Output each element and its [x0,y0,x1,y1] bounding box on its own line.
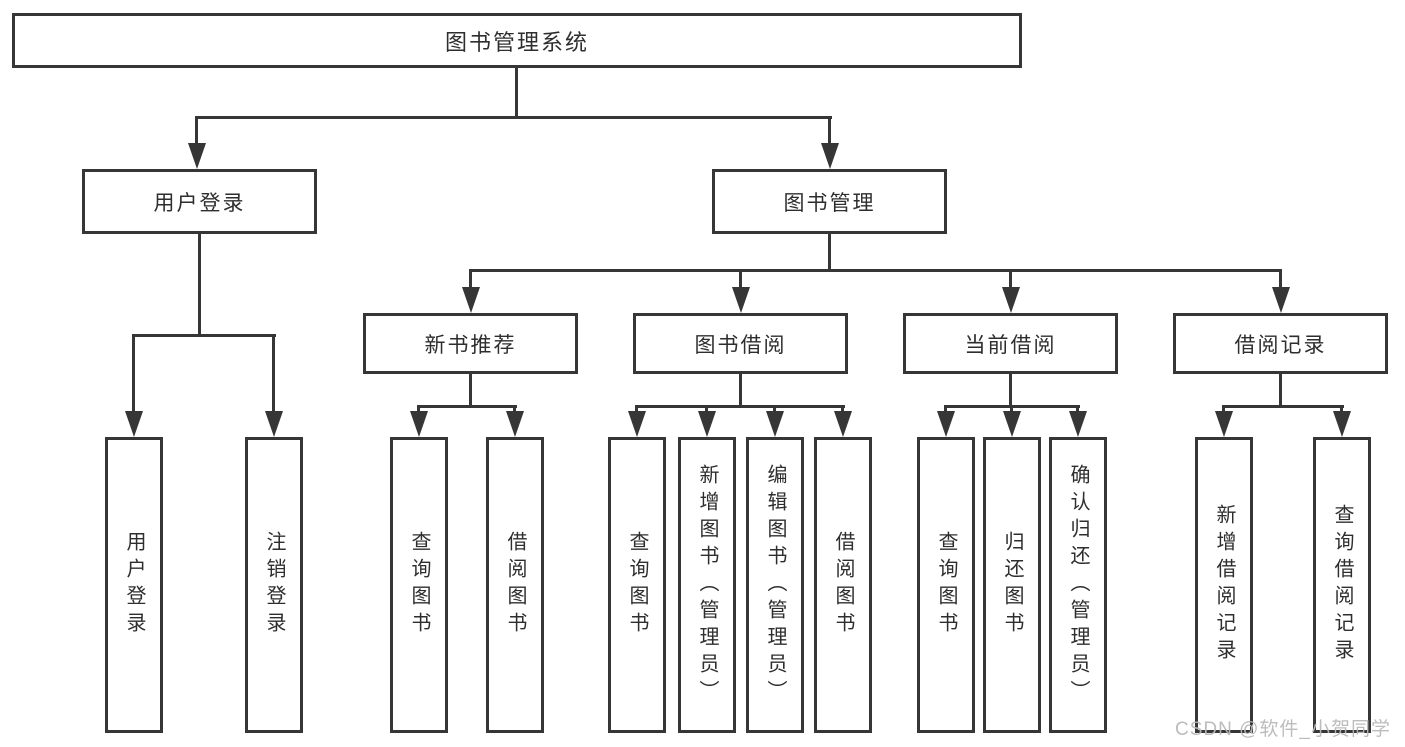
connector-root-right-drop [828,116,831,146]
leaf-query-books-current: 查询图书 [917,437,975,733]
leaf-query-books-recommend: 查询图书 [390,437,448,733]
connector-book-mgmt-drop-1 [469,269,472,291]
leaf-user-login-label: 用户登录 [123,531,145,639]
connector-current-drop-3 [1076,405,1079,415]
node-borrowing-records: 借阅记录 [1173,313,1388,374]
leaf-add-borrow-record: 新增借阅记录 [1195,437,1253,733]
connector-borrowing-drop-1 [635,405,638,415]
connector-book-mgmt-stem [828,232,831,272]
connector-current-drop-1 [944,405,947,415]
arrowhead-cb-query-books [937,411,955,437]
node-book-borrowing-label: 图书借阅 [694,333,787,357]
node-book-borrowing: 图书借阅 [633,313,848,374]
connector-user-login-stem [198,232,201,337]
leaf-logout-label: 注销登录 [263,531,285,639]
connector-user-login-drop-1 [132,334,135,413]
leaf-borrow-books-recommend-label: 借阅图书 [504,531,526,639]
leaf-borrow-books-borrowing-label: 借阅图书 [832,531,854,639]
watermark: CSDN @软件_小贺同学 [1175,719,1391,740]
connector-root-stem [515,66,518,119]
arrowhead-bb-add-book [698,411,716,437]
leaf-borrow-books-borrowing: 借阅图书 [814,437,872,733]
connector-root-crossbar [195,116,832,119]
arrowhead-new-book-recommend [462,287,480,313]
connector-book-mgmt-drop-4 [1279,269,1282,291]
arrowhead-br-query-record [1333,411,1351,437]
node-root-label: 图书管理系统 [444,29,589,55]
leaf-edit-book-admin-label: 编辑图书（管理员） [764,463,786,707]
node-borrowing-records-label: 借阅记录 [1234,333,1327,357]
arrowhead-bb-edit-book [766,411,784,437]
leaf-confirm-return-admin: 确认归还（管理员） [1049,437,1107,733]
arrowhead-br-add-record [1215,411,1233,437]
leaf-query-books-borrowing-label: 查询图书 [626,531,648,639]
arrowhead-book-management [821,143,839,169]
connector-records-crossbar [1222,405,1344,408]
node-book-management: 图书管理 [712,169,947,234]
connector-book-mgmt-drop-3 [1009,269,1012,291]
arrowhead-nb-query-books [410,411,428,437]
connector-new-book-drop-1 [417,405,420,415]
arrowhead-user-login [188,143,206,169]
connector-new-book-drop-2 [513,405,516,415]
leaf-query-books-current-label: 查询图书 [935,531,957,639]
connector-records-drop-1 [1222,405,1225,415]
leaf-return-books-label: 归还图书 [1001,531,1023,639]
leaf-query-borrow-record-label: 查询借阅记录 [1331,504,1353,666]
leaf-add-book-admin: 新增图书（管理员） [678,437,736,733]
leaf-borrow-books-recommend: 借阅图书 [486,437,544,733]
leaf-query-borrow-record: 查询借阅记录 [1313,437,1371,733]
connector-borrowing-drop-4 [841,405,844,415]
node-current-borrowing: 当前借阅 [903,313,1118,374]
leaf-add-borrow-record-label: 新增借阅记录 [1213,504,1235,666]
connector-book-mgmt-drop-2 [739,269,742,291]
node-root: 图书管理系统 [12,13,1022,68]
arrowhead-current-borrowing [1002,287,1020,313]
node-user-login-label: 用户登录 [153,191,246,215]
leaf-user-login: 用户登录 [105,437,163,733]
node-current-borrowing-label: 当前借阅 [964,333,1057,357]
node-new-book-recommend: 新书推荐 [363,313,578,374]
node-book-management-label: 图书管理 [783,191,876,215]
leaf-logout: 注销登录 [245,437,303,733]
connector-user-login-drop-2 [272,334,275,413]
connector-new-book-crossbar [417,405,517,408]
arrowhead-borrowing-records [1272,287,1290,313]
connector-borrowing-stem [739,372,742,407]
connector-new-book-stem [469,372,472,407]
connector-borrowing-drop-2 [705,405,708,415]
connector-user-login-crossbar [132,334,276,337]
connector-current-stem [1009,372,1012,407]
connector-current-drop-2 [1010,405,1013,415]
connector-book-mgmt-crossbar [469,269,1282,272]
node-new-book-recommend-label: 新书推荐 [424,333,517,357]
arrowhead-book-borrowing [732,287,750,313]
arrowhead-cb-return-books [1003,411,1021,437]
connector-borrowing-crossbar [635,405,845,408]
leaf-query-books-borrowing: 查询图书 [608,437,666,733]
leaf-add-book-admin-label: 新增图书（管理员） [696,463,718,707]
arrowhead-leaf-user-login [125,411,143,437]
leaf-confirm-return-admin-label: 确认归还（管理员） [1067,463,1089,707]
arrowhead-bb-borrow-books [834,411,852,437]
arrowhead-cb-confirm-return [1069,411,1087,437]
connector-borrowing-drop-3 [773,405,776,415]
arrowhead-nb-borrow-books [506,411,524,437]
node-user-login: 用户登录 [82,169,317,234]
arrowhead-leaf-logout [265,411,283,437]
arrowhead-bb-query-books [628,411,646,437]
connector-records-drop-2 [1340,405,1343,415]
leaf-query-books-recommend-label: 查询图书 [408,531,430,639]
connector-root-left-drop [195,116,198,146]
connector-records-stem [1279,372,1282,407]
leaf-return-books: 归还图书 [983,437,1041,733]
leaf-edit-book-admin: 编辑图书（管理员） [746,437,804,733]
